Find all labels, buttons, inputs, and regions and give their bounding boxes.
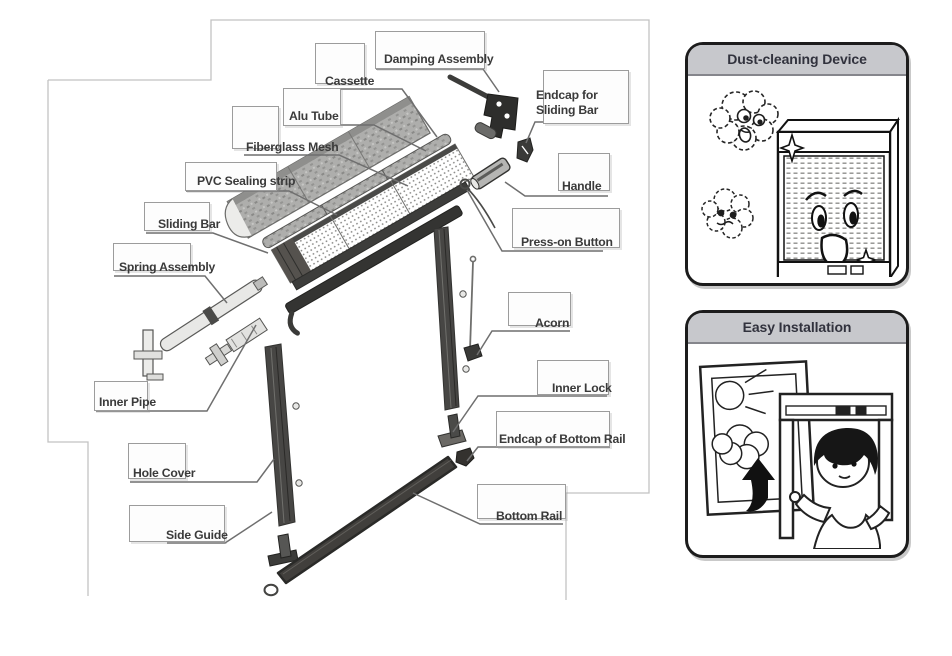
- leader-endcap-of-bottom-rail: [466, 446, 610, 462]
- part-label: Press-on Button: [521, 235, 613, 249]
- part-label: Alu Tube: [289, 109, 339, 123]
- handle-part: [470, 157, 511, 190]
- leader-endcap-for-sliding-bar: [525, 121, 595, 144]
- arrow-up-icon: [742, 458, 775, 512]
- hair: [813, 427, 878, 475]
- part-label: Handle: [562, 179, 602, 193]
- label-box: [477, 484, 566, 519]
- label-box: [543, 70, 629, 124]
- part-label: Spring Assembly: [119, 260, 216, 274]
- part-label: Cassette: [325, 74, 375, 88]
- part-label: Bottom Rail: [496, 509, 563, 523]
- easy-installation-illustration: [698, 360, 894, 549]
- dust-cloud-scared-icon: [709, 90, 779, 151]
- label-box: [94, 381, 148, 411]
- endcap-sliding-bar-part: [516, 137, 534, 163]
- label-box: [144, 202, 210, 231]
- installer-person: [789, 427, 891, 549]
- label-box: [537, 360, 609, 395]
- leader-side-guide: [167, 511, 273, 544]
- endcap-bottom-rail-part: [455, 447, 475, 467]
- label-box: [558, 153, 610, 191]
- screen-unit: [778, 392, 894, 540]
- label-box: [128, 443, 186, 479]
- part-label: PVC Sealing strip: [197, 174, 296, 188]
- dust-cloud-dizzy-icon: [701, 188, 754, 239]
- leader-inner-lock: [452, 395, 607, 433]
- easy-installation-panel: Easy Installation: [685, 310, 909, 558]
- dust-cleaning-illustration: [701, 90, 900, 277]
- leader-acorn: [476, 330, 570, 356]
- damping-assembly-part: [447, 74, 519, 140]
- screen-device-happy: [775, 116, 900, 277]
- leader-cassette: [318, 88, 438, 138]
- dust-panel-title: Dust-cleaning Device: [688, 45, 906, 76]
- part-label: Acorn: [535, 316, 570, 330]
- leader-press-on-button: [466, 189, 603, 252]
- dust-cleaning-panel: Dust-cleaning Device: [685, 42, 909, 286]
- part-label: Hole Cover: [133, 466, 196, 480]
- label-box: [508, 292, 571, 326]
- sparkle-icon: [778, 132, 806, 164]
- leader-inner-pipe: [96, 324, 257, 412]
- spring-assembly-part: [133, 276, 269, 381]
- bottom-rail-part: [276, 455, 458, 585]
- label-box: [129, 505, 225, 542]
- leader-spring-assembly: [114, 275, 228, 304]
- part-label: Inner Lock: [552, 381, 612, 395]
- sun-icon: [714, 380, 745, 411]
- part-label: Sliding Bar: [158, 217, 221, 231]
- part-label: Endcap of Bottom Rail: [499, 432, 626, 446]
- leader-hole-cover: [130, 458, 275, 483]
- part-label: Side Guide: [166, 528, 228, 542]
- side-guide-rail: [263, 343, 303, 597]
- label-box: [512, 208, 620, 248]
- dust-cloud-dizzy-face: [716, 209, 737, 226]
- right-rail: [433, 226, 470, 411]
- install-panel-title: Easy Installation: [688, 313, 906, 344]
- alu-tube-part: [262, 133, 452, 249]
- leader-handle: [504, 181, 608, 197]
- leader-bottom-rail: [412, 492, 563, 525]
- leader-sliding-bar: [146, 232, 269, 254]
- label-box: [496, 411, 610, 447]
- diagram-outline: [47, 19, 650, 600]
- label-box: [375, 31, 485, 69]
- label-box: [185, 162, 277, 191]
- dust-cloud-scared-face: [736, 108, 766, 143]
- label-box: [315, 43, 365, 84]
- label-box: [113, 243, 191, 271]
- part-label: Damping Assembly: [384, 52, 494, 66]
- label-box: [283, 88, 341, 126]
- leader-pvc-sealing-strip: [186, 190, 338, 216]
- leader-fiberglass-mesh: [244, 154, 409, 187]
- inner-pipe-parts: [204, 317, 268, 367]
- press-on-button-part: [459, 178, 496, 229]
- sliding-bar-part: [285, 205, 463, 314]
- pvc-strip-part: [291, 181, 471, 291]
- inner-lock-part: [437, 413, 467, 448]
- cassette-end-profile: [224, 198, 252, 238]
- leader-damping-assembly: [376, 68, 500, 93]
- mesh-end-block: [271, 238, 312, 283]
- label-box: [232, 106, 279, 149]
- leader-lines: [96, 68, 610, 544]
- cloud-icon: [711, 424, 770, 470]
- part-label: Endcap for Sliding Bar: [536, 88, 599, 117]
- part-label: Inner Pipe: [99, 395, 156, 409]
- part-label: Fiberglass Mesh: [246, 140, 339, 154]
- acorn-rod: [463, 255, 483, 362]
